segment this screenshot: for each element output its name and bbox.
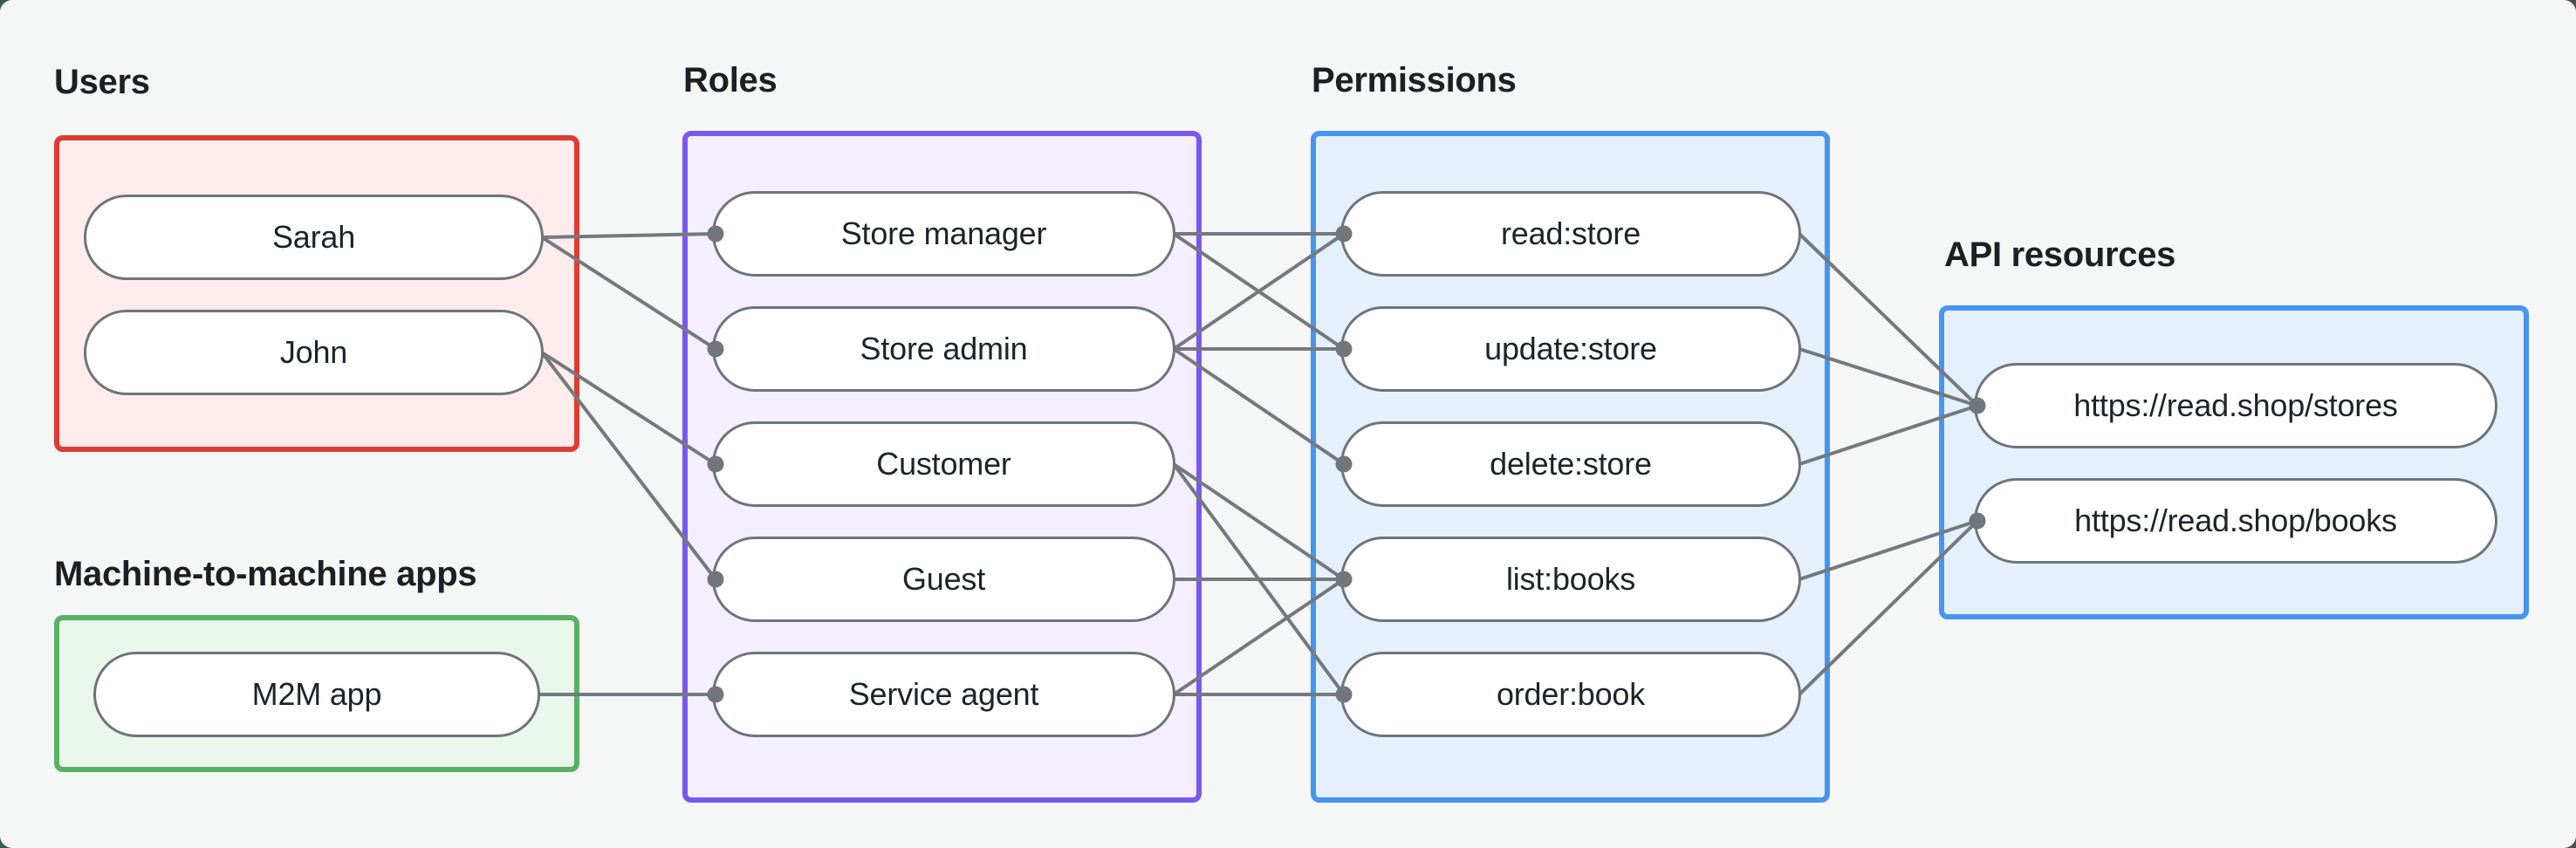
node-guest-label: Guest [901, 561, 986, 597]
node-store-manager-label: Store manager [840, 215, 1047, 251]
node-books-api: https://read.shop/books [1974, 478, 2497, 564]
node-m2m-app-label: M2M app [251, 676, 382, 712]
node-delete-store: delete:store [1340, 421, 1801, 507]
node-john: John [84, 310, 544, 395]
node-order-book: order:book [1340, 652, 1801, 737]
node-sarah-label: Sarah [271, 219, 356, 255]
node-customer: Customer [712, 421, 1175, 507]
node-list-books-label: list:books [1505, 561, 1636, 597]
node-list-books: list:books [1340, 537, 1801, 622]
node-delete-store-label: delete:store [1490, 446, 1652, 482]
users-group-label: Users [54, 63, 150, 101]
users-group-box [54, 135, 579, 452]
api-resources-group-box [1939, 305, 2529, 619]
m2m-apps-group-label: Machine-to-machine apps [54, 555, 477, 593]
node-read-store-label: read:store [1500, 215, 1641, 251]
permissions-group-label: Permissions [1312, 61, 1517, 99]
node-store-manager: Store manager [712, 191, 1175, 277]
api-resources-group-label: API resources [1944, 236, 2176, 274]
node-store-admin-label: Store admin [860, 331, 1028, 366]
node-update-store-label: update:store [1484, 331, 1657, 366]
node-read-store: read:store [1340, 191, 1801, 277]
node-customer-label: Customer [876, 446, 1011, 482]
node-order-book-label: order:book [1496, 676, 1646, 712]
node-store-admin: Store admin [712, 306, 1175, 392]
node-service-agent: Service agent [712, 652, 1175, 737]
node-stores-api-label: https://read.shop/stores [2073, 387, 2398, 423]
node-m2m-app: M2M app [93, 652, 540, 737]
node-stores-api: https://read.shop/stores [1974, 363, 2497, 448]
node-guest: Guest [712, 537, 1175, 622]
node-john-label: John [279, 334, 348, 370]
node-service-agent-label: Service agent [848, 676, 1039, 712]
node-books-api-label: https://read.shop/books [2074, 503, 2397, 538]
node-sarah: Sarah [84, 195, 544, 280]
roles-group-label: Roles [683, 61, 778, 99]
node-update-store: update:store [1340, 306, 1801, 392]
